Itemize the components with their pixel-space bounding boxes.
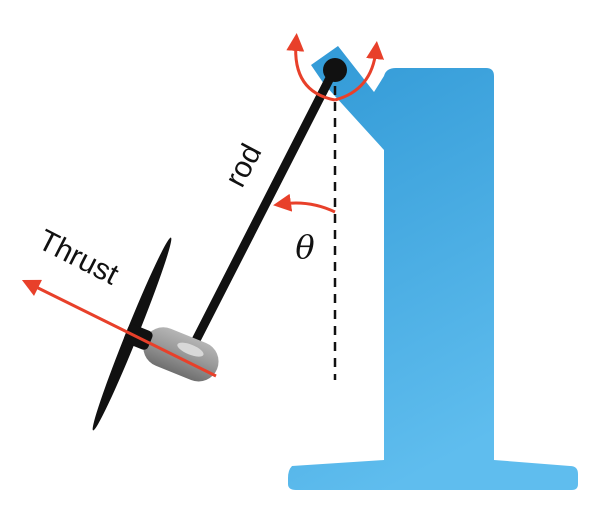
- motor-highlight: [177, 342, 204, 357]
- theta-arc: [273, 193, 336, 214]
- rod: [187, 67, 338, 353]
- motor-body: [143, 327, 219, 382]
- rod-label: rod: [219, 139, 268, 193]
- rotation-arrow-right: [334, 41, 385, 102]
- stand: [288, 46, 578, 490]
- theta-label: θ: [295, 228, 314, 266]
- rotation-arrow-left: [286, 33, 336, 102]
- thrust-label: Thrust: [33, 224, 124, 292]
- pivot: [323, 58, 347, 82]
- thrust-arrow: [21, 279, 217, 378]
- stand-body: [288, 46, 578, 490]
